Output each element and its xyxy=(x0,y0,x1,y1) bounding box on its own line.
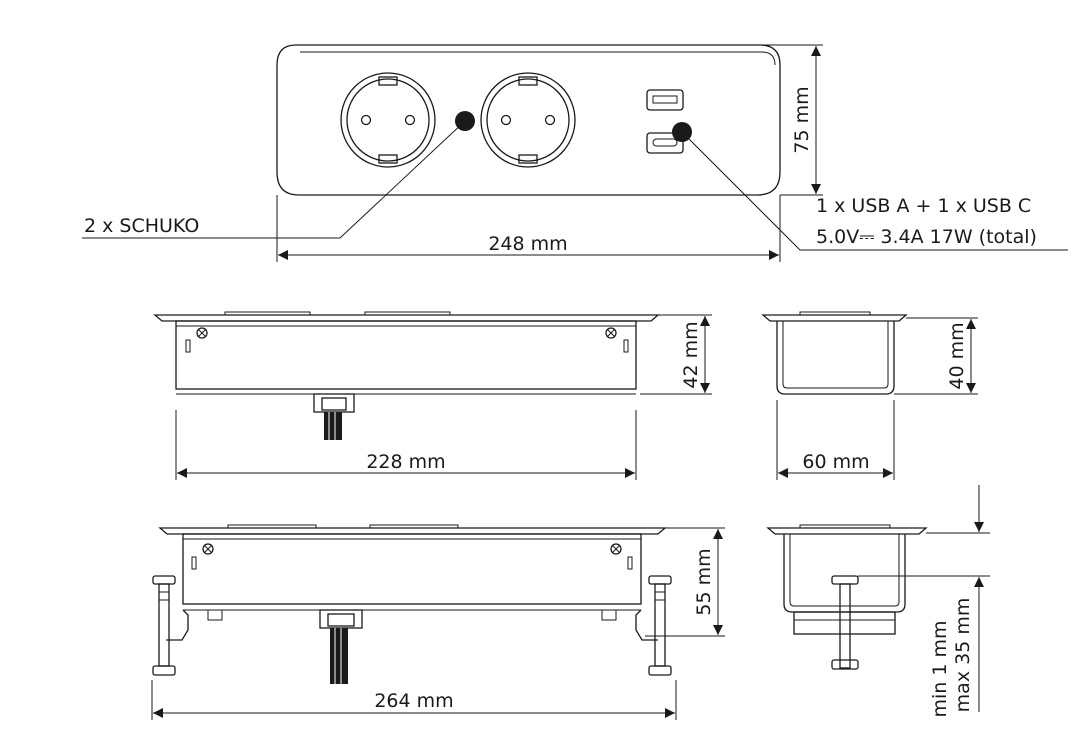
schuko-socket-left xyxy=(340,72,436,168)
usb-c-port xyxy=(646,132,684,154)
usb-a-port xyxy=(646,89,684,111)
schuko-socket-right xyxy=(480,72,576,168)
front-height-label: 75 mm xyxy=(791,86,813,153)
front-width-label: 248 mm xyxy=(488,233,567,255)
front-view: 2 x SCHUKO 1 x USB A + 1 x USB C 5.0V⎓ 3… xyxy=(82,44,1068,262)
clamp-min-label: min 1 mm xyxy=(929,620,951,717)
usb-label: 1 x USB A + 1 x USB C xyxy=(816,195,1031,217)
side-view-2: 264 mm 55 mm xyxy=(151,524,725,720)
side2-width-label: 264 mm xyxy=(374,690,453,712)
side2-height-label: 55 mm xyxy=(693,548,715,615)
side-view-1: 228 mm 42 mm xyxy=(153,311,712,480)
end1-height-label: 40 mm xyxy=(946,322,968,389)
end1-width-label: 60 mm xyxy=(802,451,869,473)
power-label: 5.0V⎓ 3.4A 17W (total) xyxy=(816,226,1037,248)
clamp-max-label: max 35 mm xyxy=(952,598,974,713)
leader-schuko xyxy=(82,120,466,239)
end-view-1: 60 mm 40 mm xyxy=(761,311,978,480)
outlets-label: 2 x SCHUKO xyxy=(84,215,199,237)
side1-width-label: 228 mm xyxy=(366,451,445,473)
leader-usb xyxy=(681,131,1068,251)
side1-height-label: 42 mm xyxy=(680,321,702,388)
end-view-2: min 1 mm max 35 mm xyxy=(766,485,990,718)
